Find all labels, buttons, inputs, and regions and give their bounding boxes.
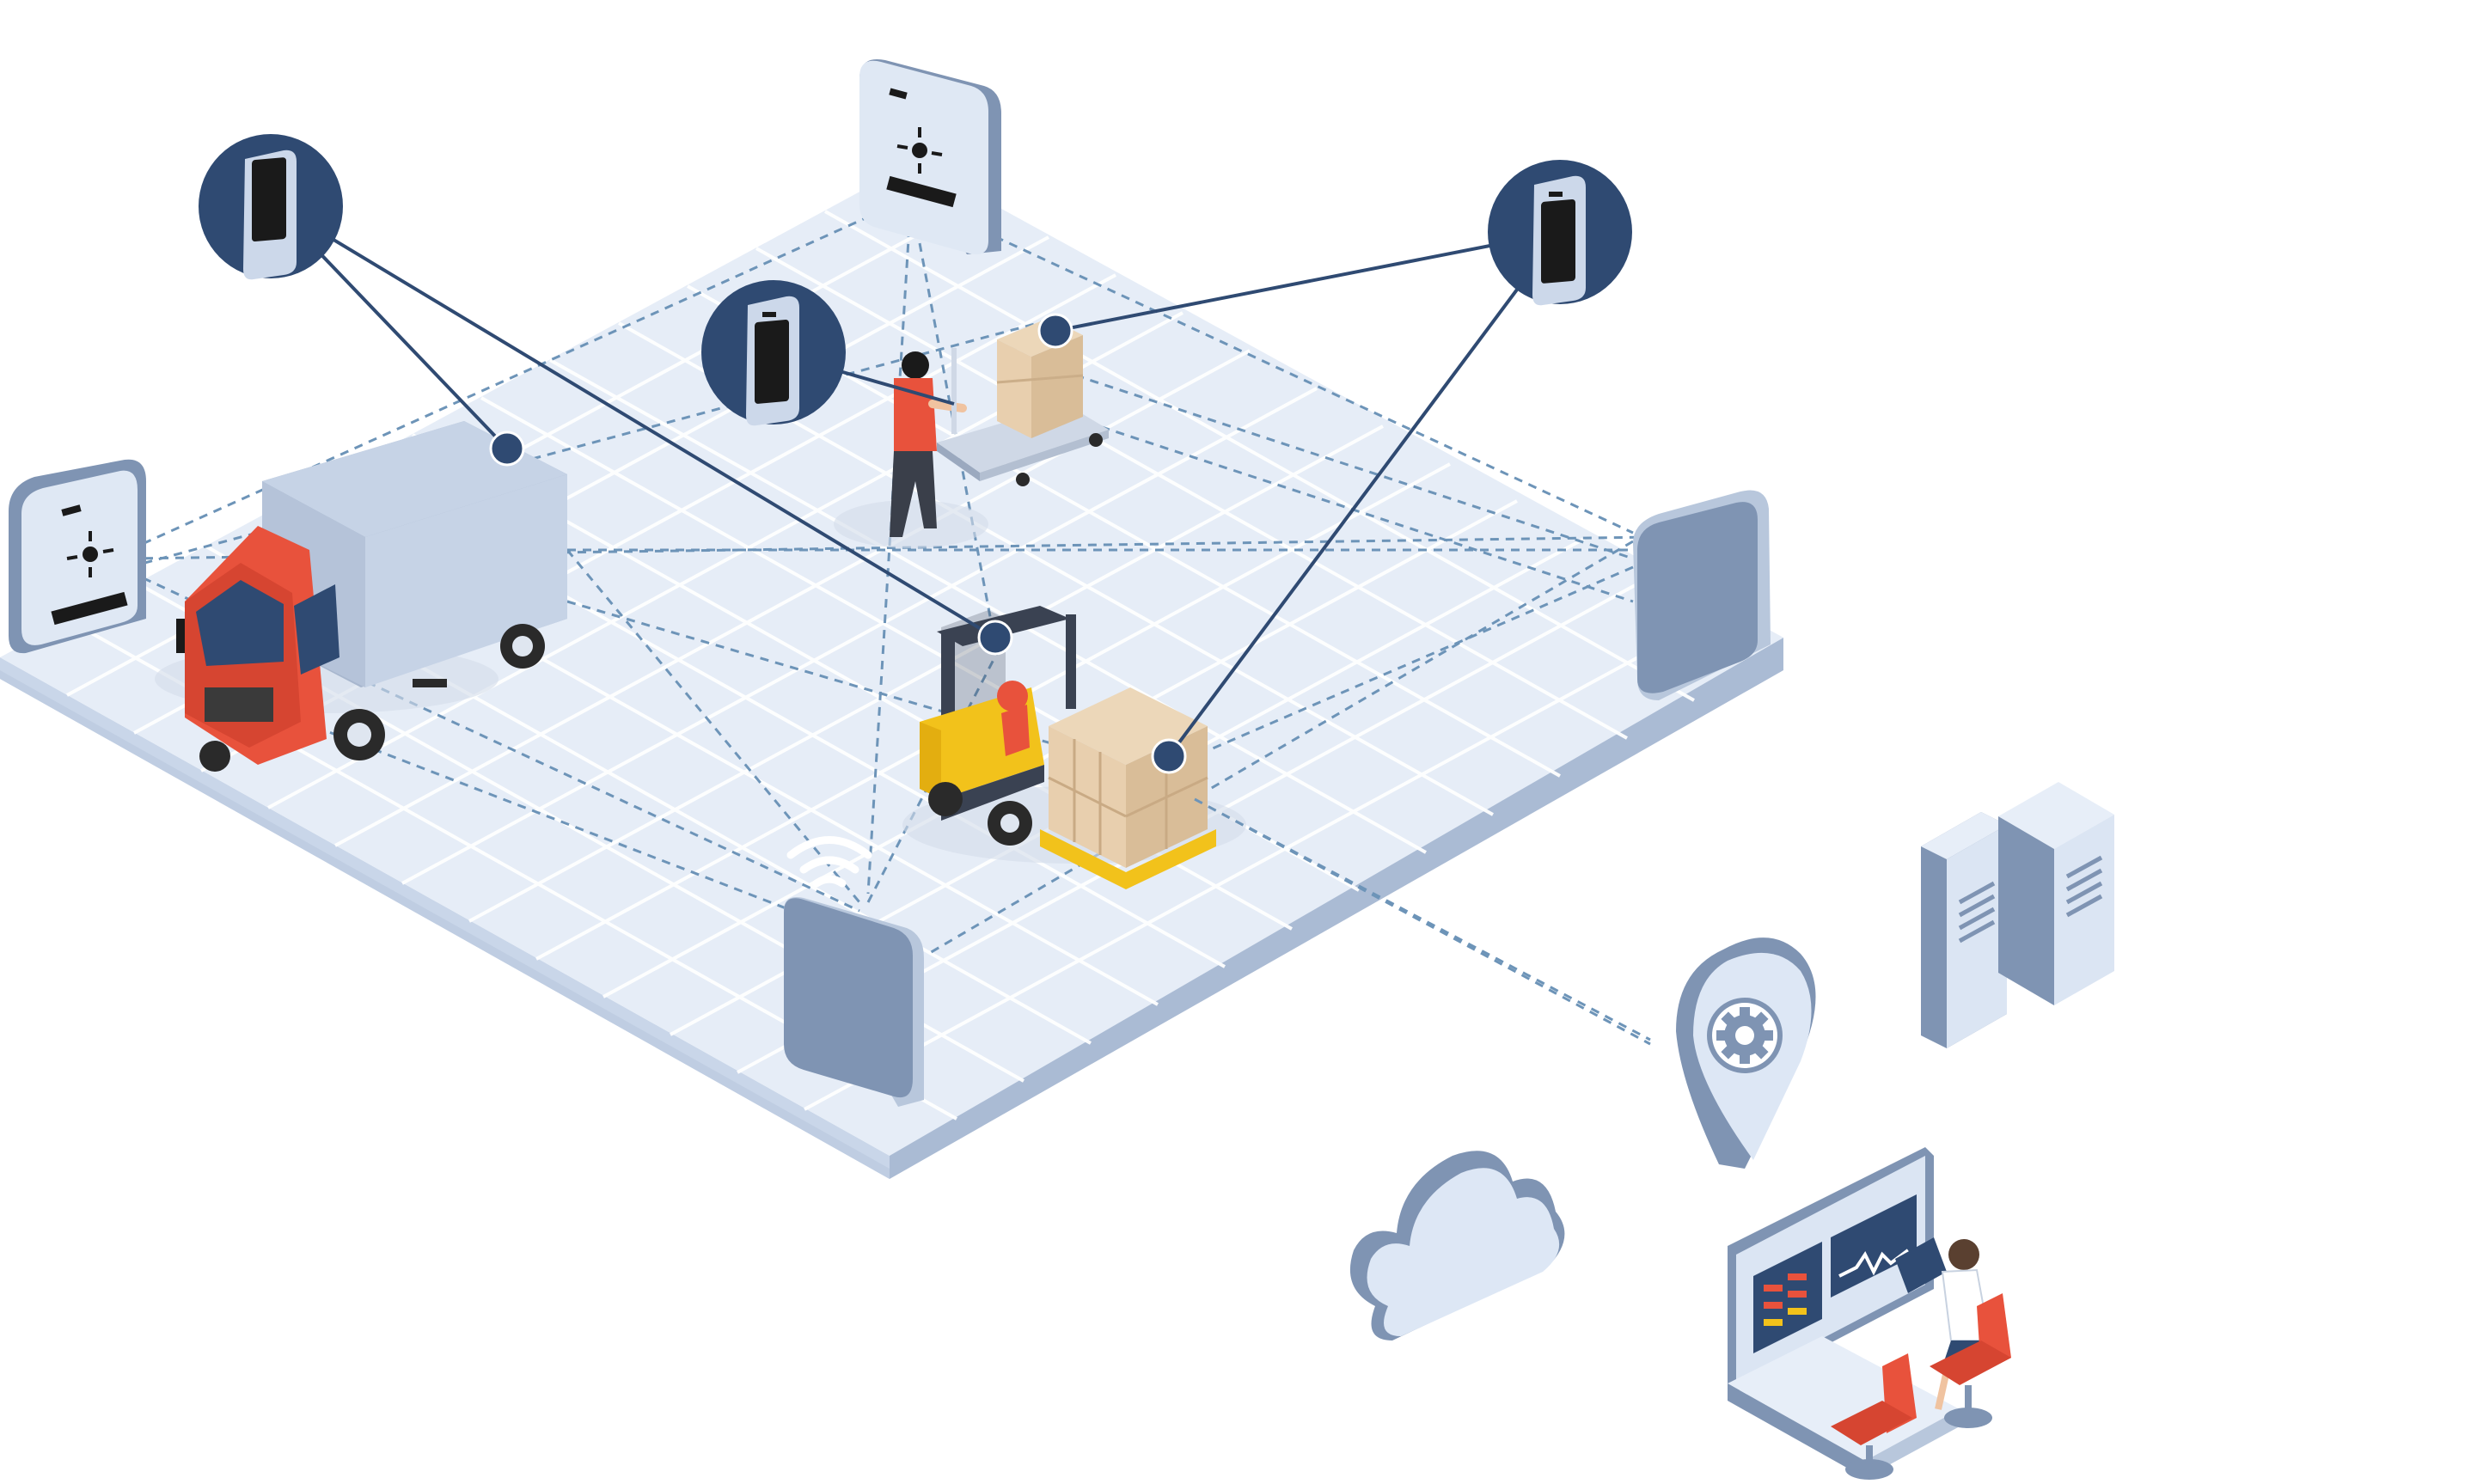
tag-endpoints <box>489 313 1187 774</box>
rfid-tag-icon <box>199 134 343 280</box>
chair <box>1930 1293 2011 1428</box>
platform-side-right <box>890 638 1783 1179</box>
platform-side-left-face <box>0 670 890 1179</box>
truck-icon <box>155 421 567 772</box>
forklift-tag-dot <box>977 620 1013 656</box>
pallet-boxes <box>1040 687 1216 889</box>
rfid-tag-icon <box>1488 160 1632 306</box>
rfid-tag-icon <box>701 280 846 426</box>
warehouse-platform <box>0 162 1783 1179</box>
location-pin-gear-icon <box>1676 937 1816 1169</box>
chair <box>1831 1353 1917 1480</box>
truck-tag-dot <box>489 431 525 467</box>
floor-grid <box>66 198 1718 1121</box>
wifi-icon <box>786 836 872 888</box>
anchor-device-icon <box>859 58 1001 254</box>
control-desk-icon <box>1728 1147 1960 1478</box>
anchor-device-icon <box>1633 490 1771 700</box>
server-rack-icon <box>1921 782 2114 1048</box>
pallet-tag-dot <box>1151 738 1187 774</box>
anchor-device-icon <box>784 897 924 1107</box>
cart-tag-dot <box>1037 313 1073 349</box>
cloud-icon <box>1349 1151 1565 1340</box>
platform-top <box>0 162 1783 1156</box>
anchor-device-icon <box>9 459 146 654</box>
